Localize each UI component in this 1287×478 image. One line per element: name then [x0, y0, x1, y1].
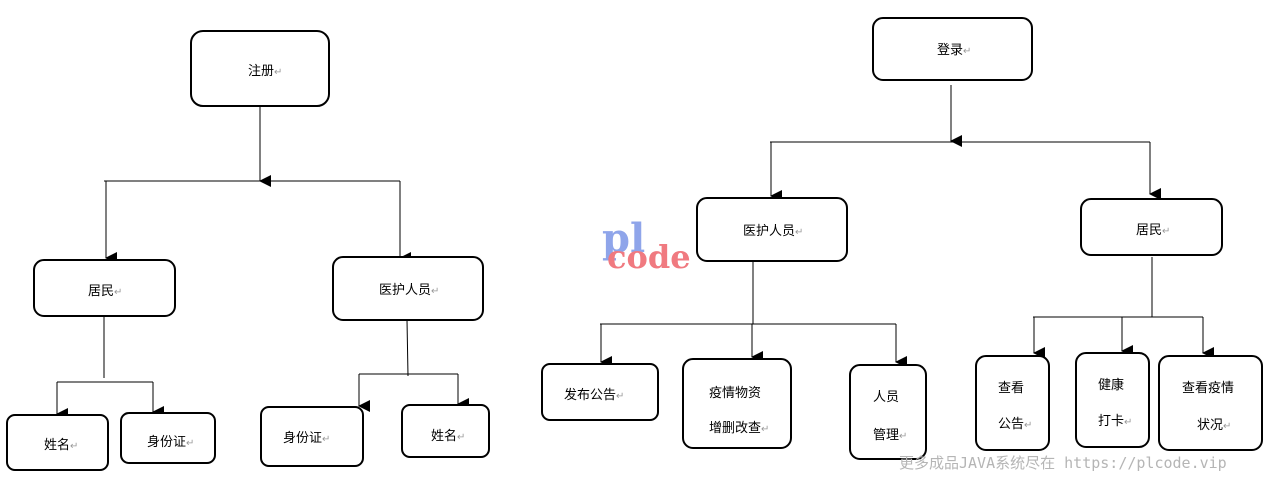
watermark-line2: code	[607, 238, 691, 276]
node-register-resident-label: 居民	[88, 284, 114, 299]
edges-login	[600, 85, 1214, 368]
node-publish-notice-label: 发布公告	[564, 387, 616, 403]
node-register-label: 注册	[248, 64, 274, 79]
svg-text:姓名↵: 姓名↵	[44, 437, 78, 453]
svg-text:居民↵: 居民↵	[1136, 223, 1170, 238]
node-register-medical-label: 医护人员	[379, 283, 431, 298]
node-staff-line2: 管理	[873, 428, 899, 443]
node-status-line1: 查看疫情	[1182, 380, 1234, 396]
svg-text:查看疫情: 查看疫情	[1182, 380, 1234, 396]
node-view-notice-line2: 公告	[998, 417, 1024, 432]
svg-text:管理↵: 管理↵	[873, 428, 907, 443]
node-reg-med-name: 姓名↵	[401, 404, 490, 458]
svg-text:身份证↵: 身份证↵	[147, 434, 194, 450]
node-health: 健康 打卡↵	[1075, 352, 1150, 448]
node-reg-med-id: 身份证↵	[260, 406, 364, 467]
node-staff-line1: 人员	[873, 390, 899, 405]
svg-text:登录↵: 登录↵	[937, 43, 971, 58]
node-status-line2: 状况	[1197, 418, 1223, 433]
node-reg-res-id: 身份证↵	[120, 412, 216, 464]
node-register: 注册↵	[190, 30, 330, 107]
node-reg-res-name-label: 姓名	[44, 437, 70, 453]
svg-text:发布公告↵: 发布公告↵	[564, 387, 624, 403]
node-health-line1: 健康	[1098, 377, 1124, 393]
plcode-watermark-logo: pl code	[602, 215, 691, 276]
svg-text:查看: 查看	[998, 380, 1024, 396]
node-view-notice: 查看 公告↵	[975, 355, 1050, 451]
node-reg-res-id-label: 身份证	[147, 434, 186, 450]
node-status: 查看疫情 状况↵	[1158, 355, 1263, 451]
node-login-medical: 医护人员↵	[696, 197, 848, 262]
node-register-resident: 居民↵	[33, 259, 176, 317]
node-login-medical-label: 医护人员	[743, 224, 795, 239]
svg-text:注册↵: 注册↵	[248, 64, 282, 79]
svg-text:身份证↵: 身份证↵	[283, 430, 330, 446]
node-health-line2: 打卡	[1098, 414, 1124, 429]
svg-text:增删改查↵: 增删改查↵	[709, 421, 769, 436]
node-supplies: 疫情物资 增删改查↵	[682, 358, 792, 449]
edge-reg-medical-down	[406, 319, 409, 377]
node-reg-med-name-label: 姓名	[431, 428, 457, 444]
svg-text:医护人员↵: 医护人员↵	[379, 283, 439, 298]
node-login: 登录↵	[872, 17, 1033, 81]
watermark-line1: pl	[602, 215, 645, 262]
svg-text:医护人员↵: 医护人员↵	[743, 224, 803, 239]
svg-text:人员: 人员	[873, 390, 899, 405]
svg-text:状况↵: 状况↵	[1197, 418, 1231, 433]
svg-text:公告↵: 公告↵	[998, 417, 1032, 432]
svg-text:打卡↵: 打卡↵	[1098, 414, 1132, 429]
node-register-medical: 医护人员↵	[332, 256, 484, 321]
node-supplies-line1: 疫情物资	[709, 385, 761, 401]
node-reg-med-id-label: 身份证	[283, 430, 322, 446]
footer-watermark-text: 更多成品JAVA系统尽在 https://plcode.vip	[899, 454, 1227, 472]
svg-text:姓名↵: 姓名↵	[431, 428, 465, 444]
node-publish-notice: 发布公告↵	[541, 363, 659, 421]
node-view-notice-line1: 查看	[998, 380, 1024, 396]
node-login-resident: 居民↵	[1080, 198, 1223, 256]
svg-text:健康: 健康	[1098, 377, 1124, 393]
node-reg-res-name: 姓名↵	[6, 414, 109, 471]
node-supplies-line2: 增删改查	[709, 421, 761, 436]
edges-register	[56, 107, 469, 420]
node-login-resident-label: 居民	[1136, 223, 1162, 238]
node-staff: 人员 管理↵	[849, 364, 927, 460]
svg-text:疫情物资: 疫情物资	[709, 385, 761, 401]
node-login-label: 登录	[937, 43, 963, 58]
svg-text:居民↵: 居民↵	[88, 284, 122, 299]
